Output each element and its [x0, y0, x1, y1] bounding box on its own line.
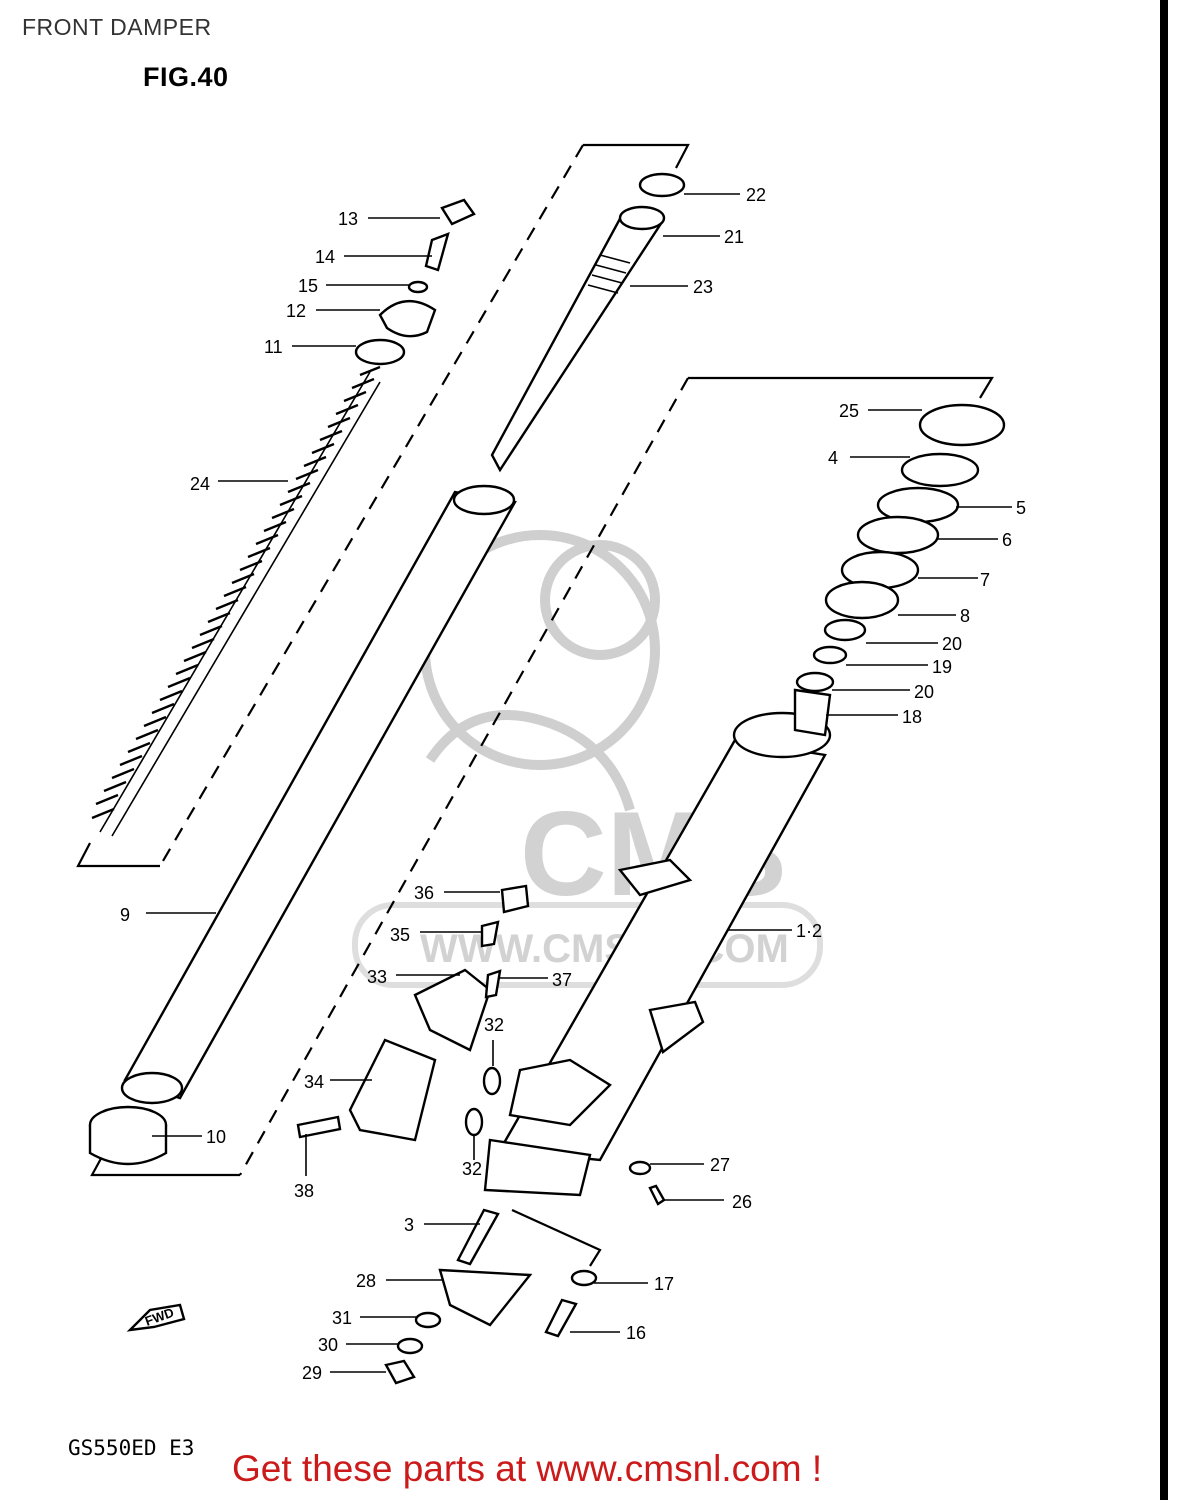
watermark-url-text: WWW.CMSNL.COM — [420, 927, 789, 971]
callout-14: 14 — [315, 247, 335, 267]
axle-clamp-parts — [384, 1160, 666, 1385]
callout-33: 33 — [367, 967, 387, 987]
callout-10: 10 — [206, 1127, 226, 1147]
cap-bolt-parts — [354, 198, 476, 366]
callout-11: 11 — [264, 337, 283, 357]
callout-4: 4 — [828, 448, 838, 468]
caliper-bracket-parts — [88, 884, 530, 1166]
callout-20-upper: 20 — [942, 634, 962, 654]
outer-tube — [483, 711, 832, 1197]
inner-tube — [120, 484, 517, 1105]
assembly-frames — [76, 143, 994, 1267]
callout-6: 6 — [1002, 530, 1012, 550]
callout-12: 12 — [286, 301, 306, 321]
callout-17: 17 — [654, 1274, 674, 1294]
callout-37: 37 — [552, 970, 572, 990]
callout-18: 18 — [902, 707, 922, 727]
callout-5: 5 — [1016, 498, 1026, 518]
page-border — [1160, 0, 1168, 1500]
callout-32-upper: 32 — [484, 1015, 504, 1035]
callout-22: 22 — [746, 185, 766, 205]
callout-13: 13 — [338, 209, 358, 229]
callout-23: 23 — [693, 277, 713, 297]
callout-25: 25 — [839, 401, 859, 421]
callout-19: 19 — [932, 657, 952, 677]
callout-32-lower: 32 — [462, 1159, 482, 1179]
callout-34: 34 — [304, 1072, 324, 1092]
callout-1-2: 1·2 — [796, 921, 822, 941]
callout-24: 24 — [190, 474, 210, 494]
callout-35: 35 — [390, 925, 410, 945]
callout-28: 28 — [356, 1271, 376, 1291]
fork-spring — [91, 365, 381, 837]
callout-38: 38 — [294, 1181, 314, 1201]
callout-20-lower: 20 — [914, 682, 934, 702]
callout-numbers: 22 21 23 13 14 15 12 11 24 25 4 5 6 7 8 … — [120, 185, 1026, 1383]
callout-26: 26 — [732, 1192, 752, 1212]
callout-9: 9 — [120, 905, 130, 925]
callout-36: 36 — [414, 883, 434, 903]
callout-30: 30 — [318, 1335, 338, 1355]
damper-rod — [490, 172, 686, 473]
promo-link[interactable]: Get these parts at www.cmsnl.com ! — [232, 1448, 823, 1489]
callout-29: 29 — [302, 1363, 322, 1383]
callout-15: 15 — [298, 276, 318, 296]
fwd-arrow-icon: FWD — [126, 1303, 186, 1332]
callout-31: 31 — [332, 1308, 352, 1328]
figure-label: FIG.40 — [143, 62, 229, 92]
callout-8: 8 — [960, 606, 970, 626]
page-title: FRONT DAMPER — [22, 14, 212, 40]
callout-3: 3 — [404, 1215, 414, 1235]
model-code: GS550ED E3 — [68, 1436, 195, 1460]
callout-16: 16 — [626, 1323, 646, 1343]
leader-lines — [146, 193, 1012, 1373]
seal-stack — [793, 403, 1006, 737]
callout-21: 21 — [724, 227, 744, 247]
callout-7: 7 — [980, 570, 990, 590]
callout-27: 27 — [710, 1155, 730, 1175]
